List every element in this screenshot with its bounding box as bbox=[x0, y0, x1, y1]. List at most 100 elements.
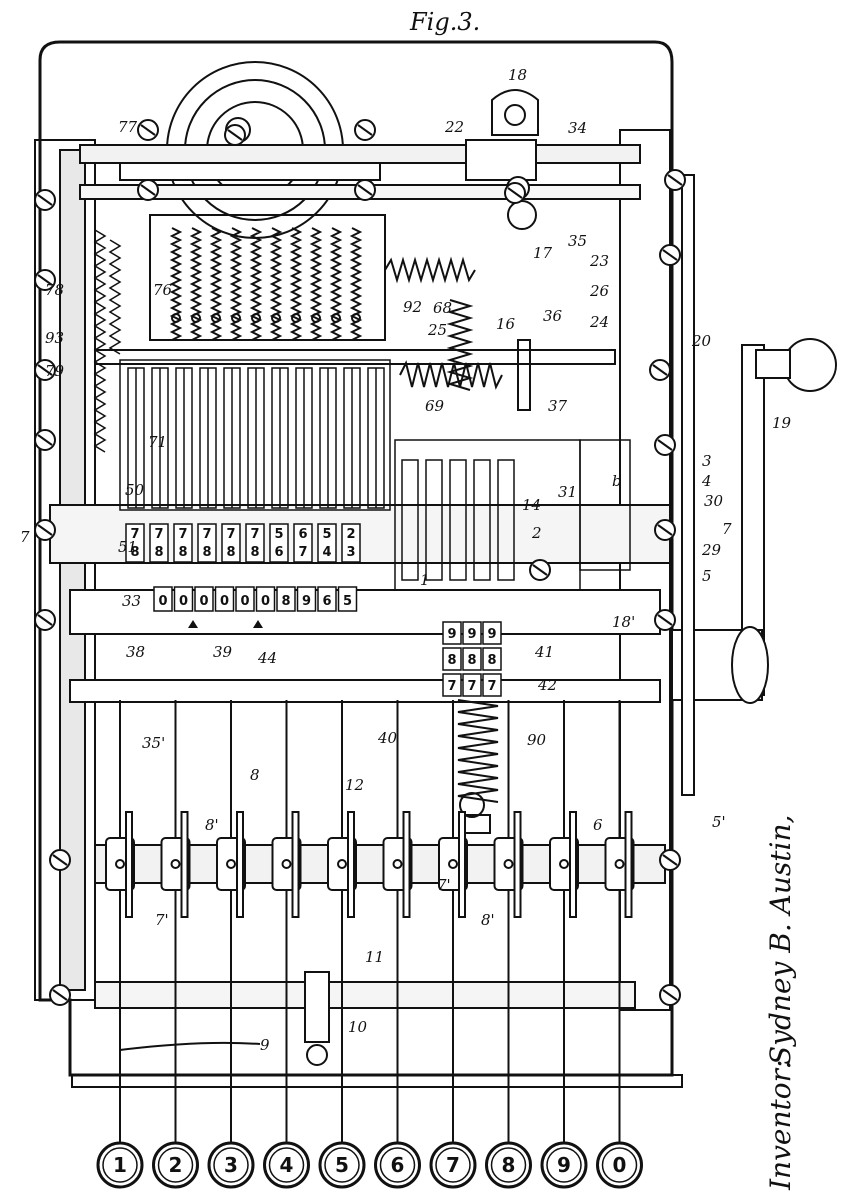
key-cap[interactable] bbox=[485, 1141, 532, 1189]
key-cap[interactable] bbox=[374, 1141, 421, 1189]
key-4[interactable]: 4 bbox=[263, 1141, 310, 1189]
key-2[interactable]: 2 bbox=[152, 1141, 199, 1189]
key-0[interactable]: 0 bbox=[596, 1141, 643, 1189]
upper-wheel-digit-bottom: 8 bbox=[226, 545, 235, 560]
key-tooth-plate bbox=[624, 811, 633, 918]
spring-eye bbox=[211, 313, 221, 323]
reference-numeral: 93 bbox=[45, 329, 64, 347]
key-number: 8 bbox=[502, 1153, 516, 1177]
key-7[interactable]: 7 bbox=[429, 1141, 477, 1189]
center-wheel bbox=[462, 621, 482, 645]
top-spring bbox=[289, 227, 303, 341]
key-6[interactable]: 6 bbox=[374, 1141, 421, 1189]
upper-wheel-digit-bottom: 6 bbox=[274, 545, 283, 560]
result-wheel bbox=[153, 586, 173, 612]
key-cap[interactable] bbox=[96, 1141, 144, 1189]
key-cap[interactable] bbox=[429, 1141, 477, 1189]
screw-slot bbox=[667, 174, 683, 186]
key-cap[interactable] bbox=[152, 1141, 199, 1189]
screw-slot bbox=[657, 614, 673, 626]
reference-numeral: 71 bbox=[148, 433, 167, 451]
reference-numeral: 76 bbox=[153, 281, 173, 299]
cam-pin bbox=[392, 859, 403, 869]
result-wheel-digit: 0 bbox=[220, 594, 229, 609]
upper-wheel bbox=[149, 523, 169, 563]
inventor-name: Sydney B. Austin, bbox=[764, 815, 797, 1065]
result-wheel bbox=[194, 586, 214, 612]
key-3[interactable]: 3 bbox=[207, 1141, 255, 1189]
key-tooth-plate bbox=[513, 811, 522, 918]
result-wheel-digit: 9 bbox=[302, 594, 311, 609]
upper-wheel-digit-top: 5 bbox=[322, 527, 331, 542]
key-8[interactable]: 8 bbox=[485, 1141, 532, 1189]
key-cap[interactable] bbox=[207, 1141, 255, 1189]
reference-numeral: 51 bbox=[118, 538, 137, 556]
reference-numeral: 7 bbox=[722, 520, 732, 538]
result-wheel-digit: 5 bbox=[343, 594, 352, 609]
key-cap-ring bbox=[102, 1147, 138, 1183]
key-5[interactable]: 5 bbox=[318, 1141, 366, 1189]
cam-pin bbox=[115, 859, 125, 869]
cam-pin bbox=[448, 859, 458, 869]
key-rods bbox=[119, 700, 621, 1150]
result-wheel bbox=[173, 586, 194, 612]
key-cap-ring bbox=[601, 1147, 638, 1183]
center-wheel bbox=[462, 647, 482, 671]
cam-pin bbox=[226, 859, 236, 869]
side-block bbox=[579, 439, 631, 571]
screw-slot bbox=[140, 124, 156, 136]
key-cap-ring bbox=[490, 1147, 527, 1183]
spring-eye bbox=[191, 313, 201, 323]
reference-numeral: 42 bbox=[537, 676, 557, 694]
reference-numeral: 14 bbox=[522, 496, 541, 514]
result-wheel bbox=[276, 586, 296, 612]
reference-numeral: 1 bbox=[420, 571, 430, 589]
spring-frame bbox=[149, 214, 386, 341]
key-cap[interactable] bbox=[263, 1141, 310, 1189]
key-tooth-plate bbox=[125, 811, 133, 918]
reference-numeral: 4 bbox=[701, 472, 712, 490]
upper-wheel-digit-top: 7 bbox=[130, 527, 139, 542]
upper-wheel-digit-top: 7 bbox=[202, 527, 211, 542]
upper-wheel-digit-top: 5 bbox=[274, 527, 283, 542]
center-wheel bbox=[462, 673, 482, 697]
reference-numeral: 92 bbox=[403, 298, 422, 316]
top-springs bbox=[149, 214, 386, 341]
key-cap[interactable] bbox=[318, 1141, 366, 1189]
top-spring bbox=[209, 227, 223, 341]
key-cap[interactable] bbox=[596, 1141, 643, 1189]
reference-numeral: 12 bbox=[345, 776, 364, 794]
upper-wheel bbox=[293, 523, 313, 563]
screw-slot bbox=[37, 434, 53, 446]
key-tooth-plate bbox=[458, 811, 466, 918]
ratchet-wheel-stack bbox=[119, 359, 391, 511]
center-wheel bbox=[482, 621, 502, 645]
upper-wheel-digit-bottom: 3 bbox=[346, 545, 355, 560]
center-wheel-digit: 8 bbox=[487, 653, 496, 668]
reference-numeral: 38 bbox=[126, 643, 145, 661]
reference-numeral: 78 bbox=[45, 281, 64, 299]
upper-wheel bbox=[245, 523, 265, 563]
key-cap[interactable] bbox=[540, 1141, 588, 1189]
reference-numeral: 41 bbox=[534, 643, 554, 661]
result-wheel bbox=[255, 586, 276, 612]
screw-slot bbox=[532, 564, 548, 576]
key-9[interactable]: 9 bbox=[540, 1141, 588, 1189]
upper-wheel bbox=[221, 523, 241, 563]
reference-numeral: 6 bbox=[593, 816, 603, 834]
key-cap-ring bbox=[546, 1147, 582, 1183]
result-wheel-digit: 6 bbox=[322, 594, 331, 609]
reference-numeral: 3 bbox=[702, 452, 712, 470]
reference-numeral: 40 bbox=[377, 729, 398, 747]
spring-eye bbox=[331, 313, 341, 323]
key-1[interactable]: 1 bbox=[96, 1141, 144, 1189]
upper-wheel-digit-bottom: 7 bbox=[298, 545, 307, 560]
upper-wheel-digit-bottom: 4 bbox=[322, 545, 331, 560]
pointer-arrow bbox=[253, 620, 263, 628]
center-wheel bbox=[442, 621, 462, 645]
center-wheel bbox=[442, 647, 462, 671]
reference-numeral: 20 bbox=[691, 332, 712, 350]
key-number: 0 bbox=[613, 1153, 627, 1177]
spring-eye bbox=[311, 313, 321, 323]
